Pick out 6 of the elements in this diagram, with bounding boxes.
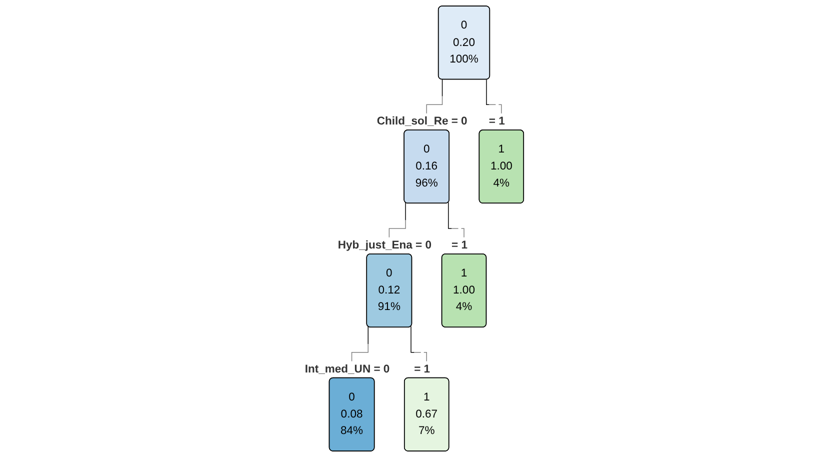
- edge-label: = 1: [488, 114, 505, 128]
- edge-label: Int_med_UN = 0: [304, 362, 390, 376]
- edge-label: = 1: [452, 238, 468, 252]
- edge-label: Hyb_just_Ena = 0: [338, 238, 432, 252]
- edge-label: Child_sol_Re = 0: [376, 114, 468, 128]
- edge-label: = 1: [414, 362, 430, 376]
